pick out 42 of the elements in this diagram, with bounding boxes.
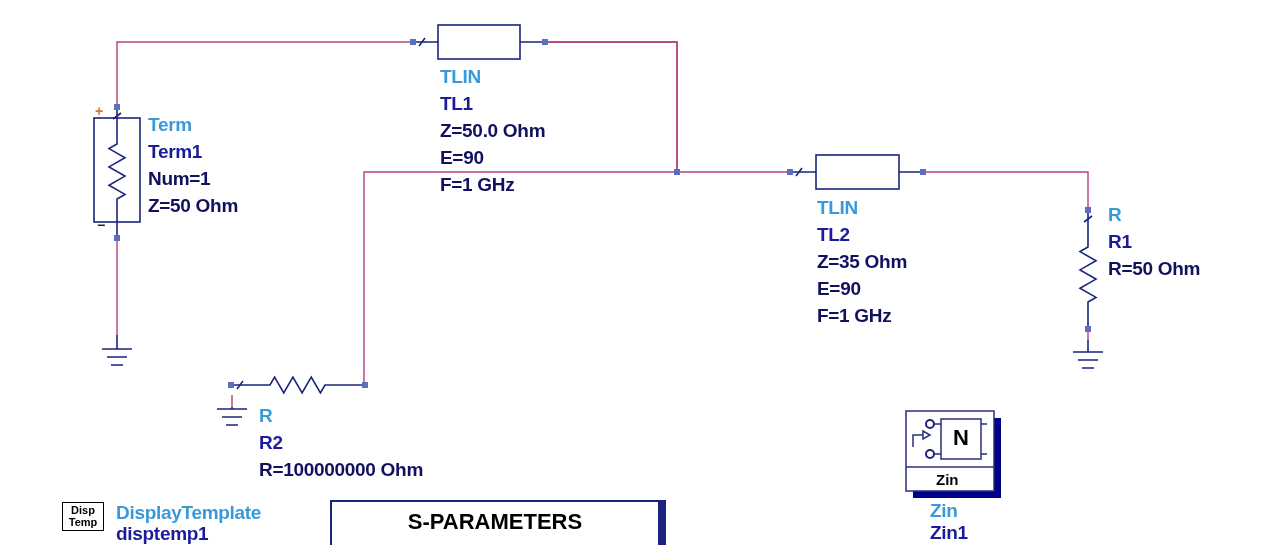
impedance-block: [905, 410, 1001, 498]
instance-name: Term1: [148, 141, 203, 163]
component-type-label: R: [259, 405, 273, 427]
wire: [925, 171, 1089, 208]
instance-name: TL1: [440, 93, 473, 115]
wire: [116, 41, 411, 105]
template-box: Disp Temp: [62, 502, 104, 531]
component-type-label: Zin: [930, 500, 958, 522]
port-symbol: [93, 104, 141, 241]
parameter-label: F=1 GHz: [817, 305, 892, 327]
transmission-line-symbol: [410, 24, 548, 60]
instance-name: TL2: [817, 224, 850, 246]
polarity-mark: +: [95, 104, 103, 118]
block-label: Zin: [936, 471, 959, 488]
ground-symbol: [217, 407, 247, 427]
instance-name: R2: [259, 432, 283, 454]
resistor-symbol: [228, 375, 368, 395]
wire: [116, 240, 118, 336]
instance-name: disptemp1: [116, 523, 209, 545]
component-type-label: DisplayTemplate: [116, 502, 262, 524]
component-type-label: R: [1108, 204, 1122, 226]
parameter-label: Z=50 Ohm: [148, 195, 238, 217]
parameter-label: R=50 Ohm: [1108, 258, 1201, 280]
parameter-label: Z=50.0 Ohm: [440, 120, 546, 142]
transmission-line-symbol: [787, 154, 926, 190]
wire: [1087, 331, 1089, 341]
parameter-label: F=1 GHz: [440, 174, 515, 196]
polarity-mark: −: [97, 218, 105, 232]
wire: [231, 394, 233, 408]
parameter-label: E=90: [817, 278, 861, 300]
parameter-label: E=90: [440, 147, 484, 169]
component-type-label: TLIN: [817, 197, 858, 219]
parameter-label: Z=35 Ohm: [817, 251, 907, 273]
component-type-label: Term: [148, 114, 192, 136]
parameter-label: Num=1: [148, 168, 211, 190]
network-letter: N: [953, 426, 969, 450]
simulation-controller-box: S-PARAMETERS: [330, 500, 666, 545]
resistor-symbol: [1078, 207, 1098, 332]
instance-name: Zin1: [930, 522, 968, 544]
parameter-label: R=100000000 Ohm: [259, 459, 423, 481]
instance-name: R1: [1108, 231, 1132, 253]
component-type-label: TLIN: [440, 66, 481, 88]
